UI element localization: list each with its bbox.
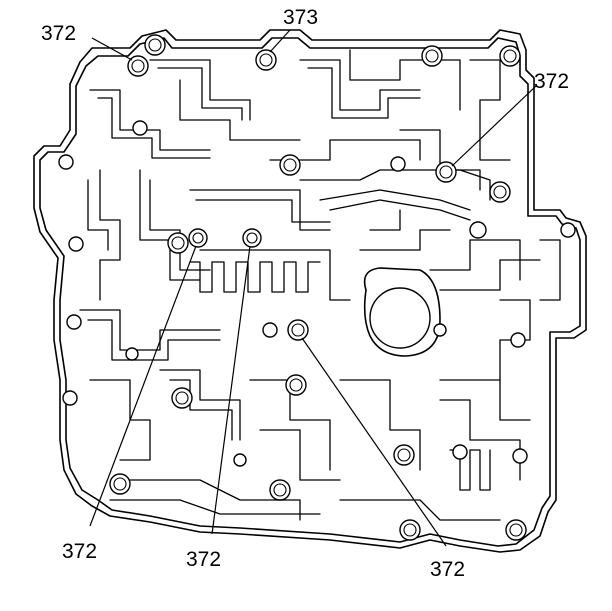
plate-outer-outline bbox=[33, 29, 587, 553]
called-out-holes bbox=[127, 49, 457, 341]
mounting-holes bbox=[58, 34, 576, 541]
central-opening bbox=[363, 267, 441, 357]
callout-372-bottom-center: 372 bbox=[186, 548, 221, 571]
leader-top-right bbox=[451, 85, 537, 167]
callout-372-top-right: 372 bbox=[534, 70, 569, 93]
leader-lines bbox=[89, 29, 537, 547]
leader-top-left bbox=[91, 37, 133, 61]
plate-inner-outline bbox=[39, 37, 581, 547]
callout-372-bottom-left: 372 bbox=[62, 540, 97, 563]
leader-bottom-center bbox=[211, 245, 251, 535]
callout-372-top-left: 372 bbox=[41, 22, 76, 45]
leader-bottom-right bbox=[301, 337, 447, 547]
leader-373 bbox=[269, 29, 291, 53]
fluid-channels bbox=[79, 49, 561, 521]
callout-372-bottom-right: 372 bbox=[430, 558, 465, 581]
leader-bottom-left bbox=[89, 245, 197, 527]
callout-labels: 372 373 372 372 372 372 bbox=[41, 6, 569, 581]
callout-373: 373 bbox=[283, 6, 318, 29]
